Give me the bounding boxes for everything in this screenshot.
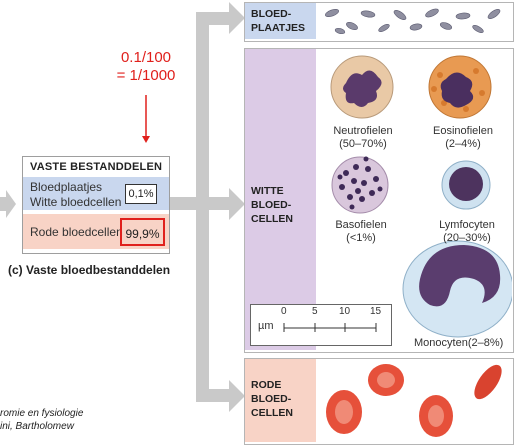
platelets-label-bg [245, 3, 316, 39]
monocyte-cell [402, 240, 512, 338]
scale-tick-15: 15 [370, 306, 382, 317]
red-cell-4 [474, 364, 502, 400]
neutrophil-cell [330, 55, 394, 119]
white-cells-label-line1: WITTE [251, 185, 284, 197]
row-red-cells-label: Rode bloedcellen [30, 225, 123, 239]
white-cells-label-line3: CELLEN [251, 213, 293, 225]
lymphocyte-percent: (20–30%) [443, 232, 491, 244]
ratio-annotation-line1: 0.1/100 [120, 49, 172, 66]
red-cells-label: RODE BLOED- CELLEN [251, 378, 293, 420]
red-cells-illustration [326, 364, 502, 437]
red-cells-label-line2: BLOED- [251, 393, 292, 405]
scale-bar-box [250, 304, 392, 346]
scale-tick-5: 5 [312, 306, 318, 317]
source-line1: romie en fysiologie [0, 408, 84, 419]
red-cells-label-line1: RODE [251, 379, 282, 391]
white-cells-label-bg [245, 49, 316, 350]
red-cells-percent: 99,9% [120, 218, 165, 246]
annotation-arrow-head [142, 136, 150, 143]
white-cells-label-line2: BLOED- [251, 199, 292, 211]
red-cells-label-line3: CELLEN [251, 407, 293, 419]
scale-unit: µm [258, 320, 274, 332]
lymphocyte-label: Lymfocyten (20–30%) [434, 219, 500, 245]
eosinophil-name: Eosinofielen [433, 125, 493, 137]
monocyte-percent: (2–8%) [467, 337, 504, 349]
neutrophil-name: Neutrofielen [333, 125, 393, 137]
white-cells-percent: 0,1% [125, 184, 157, 204]
monocyte-name: Monocyten [414, 337, 468, 349]
row-platelets-label: Bloedplaatjes [30, 180, 103, 194]
arrow-to-red-cells [229, 380, 245, 412]
row-white-cells-label: Witte bloedcellen [30, 195, 122, 209]
white-cells-illustration [330, 55, 512, 338]
scale-tick-10: 10 [339, 306, 351, 317]
eosinophil-cell [428, 55, 492, 119]
ratio-annotation-line2: = 1/1000 [116, 67, 176, 84]
monocyte-label: Monocyten(2–8%) [414, 337, 503, 350]
platelets-label-line1: BLOED- [251, 8, 292, 20]
red-cell-2 [368, 364, 404, 396]
arrow-to-white-cells [229, 188, 245, 220]
basophil-percent: (<1%) [346, 232, 376, 244]
source-line2: ini, Bartholomew [0, 421, 74, 432]
red-cell-1 [326, 390, 362, 434]
platelets-label-line2: PLAATJES [251, 22, 306, 34]
incoming-arrow [0, 190, 16, 218]
lymphocyte-name: Lymfocyten [439, 219, 495, 231]
platelets-illustration [325, 8, 501, 35]
eosinophil-label: Eosinofielen (2–4%) [430, 125, 496, 151]
table-title: VASTE BESTANDDELEN [30, 161, 163, 173]
arrow-to-platelets [229, 2, 245, 34]
scale-tick-0: 0 [281, 306, 287, 317]
white-cells-label: WITTE BLOED- CELLEN [251, 184, 293, 226]
basophil-label: Basofielen (<1%) [328, 219, 394, 245]
eosinophil-percent: (2–4%) [445, 138, 481, 150]
red-cells-label-bg [245, 359, 316, 442]
lymphocyte-cell [441, 160, 491, 210]
figure-caption: (c) Vaste bloedbestanddelen [8, 263, 171, 277]
platelets-label: BLOED- PLAATJES [251, 7, 305, 35]
ratio-annotation: 0.1/100 = 1/1000 [108, 49, 184, 85]
basophil-name: Basofielen [335, 219, 387, 231]
scale-bar [283, 323, 377, 332]
neutrophil-percent: (50–70%) [339, 138, 387, 150]
red-cell-3 [419, 395, 453, 437]
basophil-cell [331, 156, 389, 214]
neutrophil-label: Neutrofielen (50–70%) [330, 125, 396, 151]
